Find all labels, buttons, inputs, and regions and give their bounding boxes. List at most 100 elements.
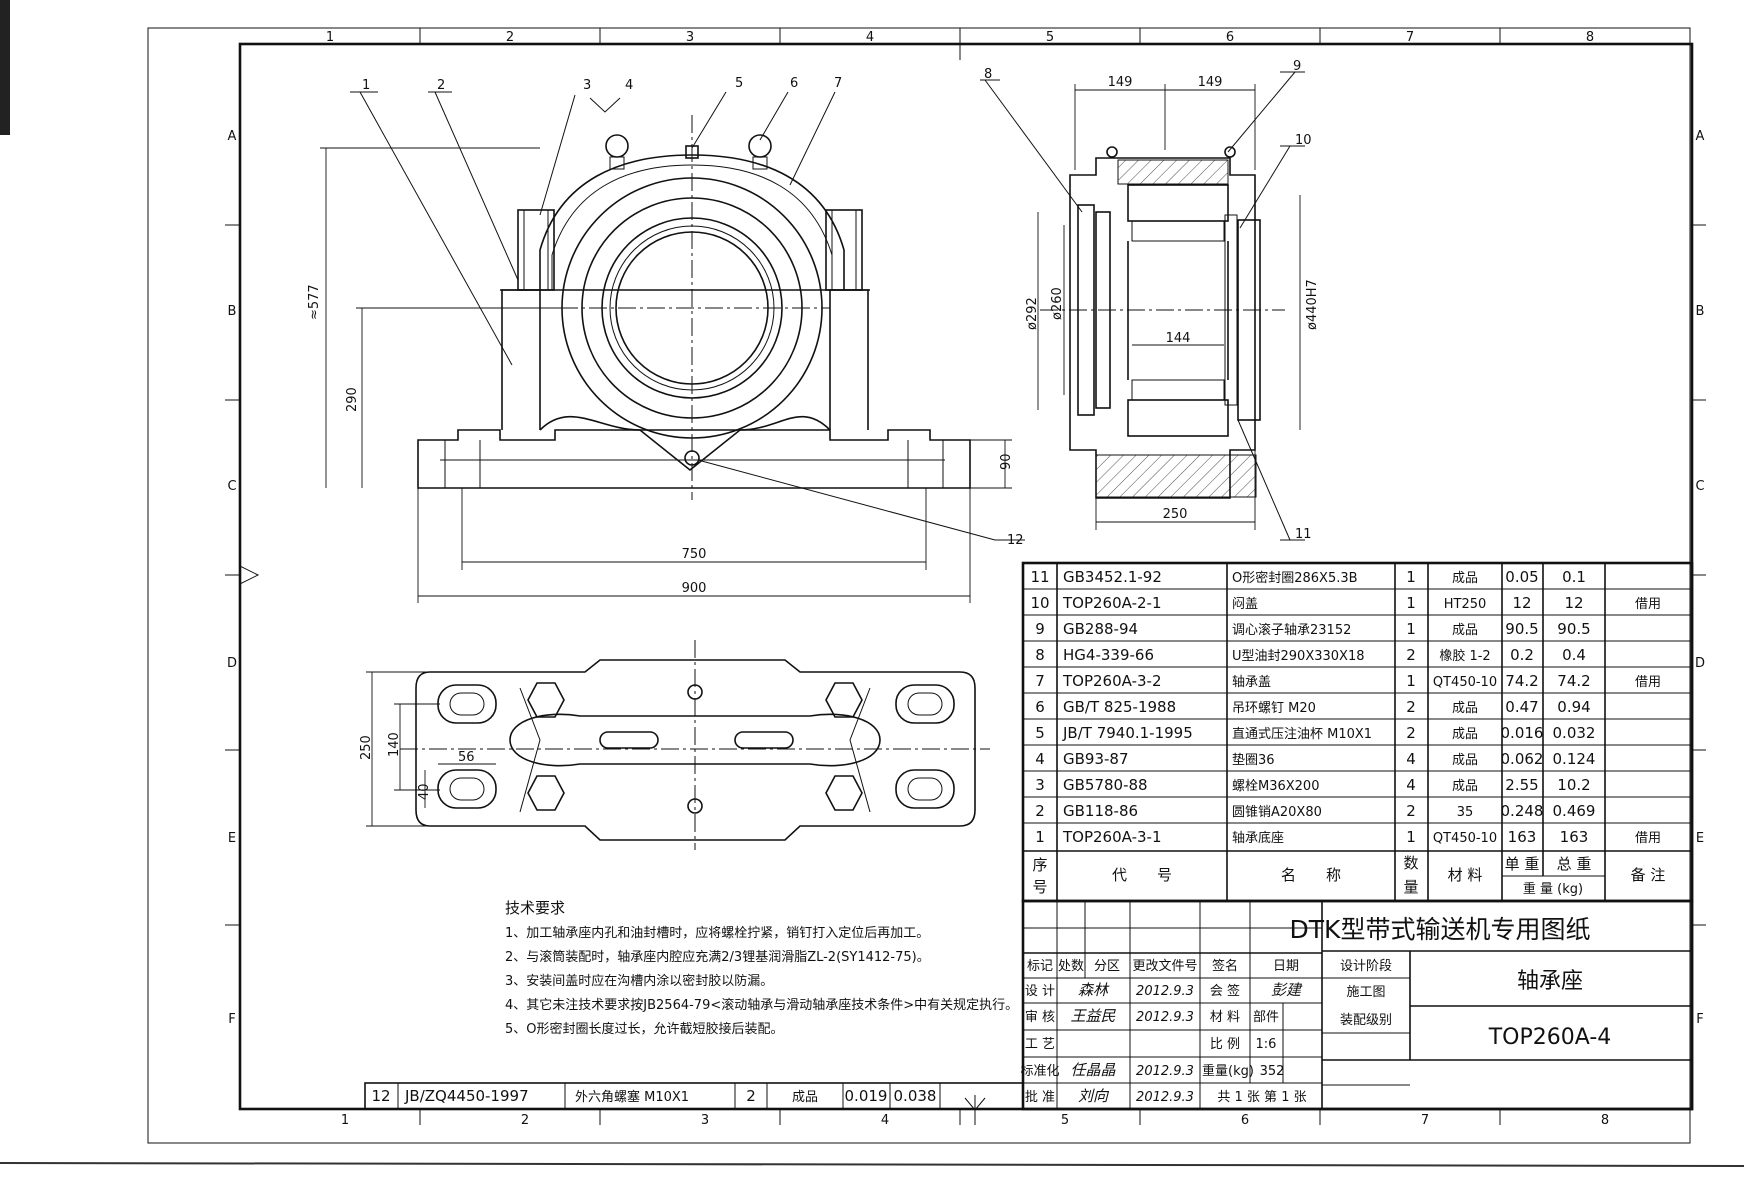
base-plate bbox=[417, 429, 971, 489]
bom-header-name: 名 称 bbox=[1281, 866, 1341, 884]
zone-left-C: C bbox=[227, 479, 236, 494]
bom-cell-no: 3 bbox=[1035, 776, 1045, 794]
zone-right-D: D bbox=[1695, 656, 1705, 671]
plan-view: 250 140 56 40 bbox=[359, 640, 990, 850]
bom-header-qty-a: 数 bbox=[1403, 854, 1418, 872]
dim-width: 250 bbox=[1163, 507, 1188, 522]
callout-3: 3 bbox=[583, 78, 591, 93]
bom-header-total: 总 重 bbox=[1557, 855, 1592, 873]
bom-cell-unit: 0.47 bbox=[1505, 698, 1538, 716]
bom-cell-total: 0.1 bbox=[1562, 568, 1586, 586]
bom-cell-unit: 0.2 bbox=[1510, 646, 1534, 664]
callout-7: 7 bbox=[834, 76, 842, 91]
bom-header-unit: 单 重 bbox=[1505, 855, 1540, 873]
bom-cell-note: 借用 bbox=[1635, 597, 1661, 612]
technical-note-4: 4、其它未注技术要求按JB2564-79<滚动轴承与滑动轴承座技术条件>中有关规… bbox=[505, 998, 1019, 1013]
bom-cell-material: 35 bbox=[1457, 805, 1474, 820]
zone-bottom-7: 7 bbox=[1421, 1113, 1429, 1128]
callout-6: 6 bbox=[790, 76, 798, 91]
bom-cell-code: TOP260A-3-1 bbox=[1062, 828, 1162, 846]
zone-left-D: D bbox=[227, 656, 237, 671]
bom-cell-unit: 0.248 bbox=[1501, 802, 1544, 820]
technical-notes-title: 技术要求 bbox=[505, 899, 566, 917]
zone-top-5: 5 bbox=[1046, 30, 1054, 45]
zone-top-7: 7 bbox=[1406, 30, 1414, 45]
zone-right-C: C bbox=[1695, 479, 1704, 494]
bom-cell-material: QT450-10 bbox=[1433, 831, 1497, 846]
cap-bolt-left bbox=[517, 209, 555, 291]
bom-cell-total: 0.4 bbox=[1562, 646, 1586, 664]
extra-unit: 0.019 bbox=[845, 1087, 888, 1105]
dim-overall-length: 900 bbox=[682, 581, 707, 596]
bom-cell-qty: 2 bbox=[1406, 724, 1416, 742]
bom-cell-unit: 12 bbox=[1512, 594, 1531, 612]
bom-header-code: 代 号 bbox=[1112, 866, 1172, 884]
zone-left-A: A bbox=[228, 129, 237, 144]
bom-cell-code: GB/T 825-1988 bbox=[1063, 698, 1176, 716]
zone-bottom-4: 4 bbox=[881, 1113, 889, 1128]
bom-cell-name: 直通式压注油杯 M10X1 bbox=[1232, 727, 1372, 742]
bom-cell-code: GB5780-88 bbox=[1063, 776, 1148, 794]
bom-cell-name: 轴承底座 bbox=[1232, 830, 1284, 846]
dim-height-center: 290 bbox=[345, 387, 360, 412]
dim-right-half: 149 bbox=[1198, 75, 1223, 90]
bom-cell-name: U型油封290X330X18 bbox=[1232, 649, 1365, 664]
weight-value: 352 bbox=[1260, 1064, 1285, 1079]
bom-cell-unit: 74.2 bbox=[1505, 672, 1538, 690]
bom-cell-total: 0.124 bbox=[1553, 750, 1596, 768]
extra-code: JB/ZQ4450-1997 bbox=[404, 1087, 529, 1105]
stage-value: 施工图 bbox=[1346, 985, 1385, 1000]
zone-right-E: E bbox=[1696, 831, 1704, 846]
bom-cell-total: 0.032 bbox=[1553, 724, 1596, 742]
zone-bottom-5: 5 bbox=[1061, 1113, 1069, 1128]
zone-top-3: 3 bbox=[686, 30, 694, 45]
role-process: 工 艺 bbox=[1025, 1037, 1055, 1052]
extra-total: 0.038 bbox=[894, 1087, 937, 1105]
bom-cell-total: 0.469 bbox=[1553, 802, 1596, 820]
date-design: 2012.9.3 bbox=[1136, 984, 1194, 999]
scan-edge-mark bbox=[0, 0, 10, 135]
technical-note-2: 2、与滚筒装配时，轴承座内腔应充满2/3锂基润滑脂ZL-2(SY1412-75)… bbox=[505, 950, 930, 965]
counter-sign-label: 会 签 bbox=[1210, 983, 1240, 999]
technical-note-5: 5、O形密封圈长度过长，允许截短胶接后装配。 bbox=[505, 1022, 784, 1037]
bom-cell-total: 74.2 bbox=[1557, 672, 1590, 690]
assembly-label: 装配级别 bbox=[1340, 1013, 1392, 1028]
bom-cell-material: 成品 bbox=[1452, 571, 1478, 586]
eye-bolt-right bbox=[748, 134, 772, 158]
technical-note-1: 1、加工轴承座内孔和油封槽时，应将螺栓拧紧，销钉打入定位后再加工。 bbox=[505, 926, 930, 941]
bom-cell-unit: 90.5 bbox=[1505, 620, 1538, 638]
callout-10: 10 bbox=[1295, 133, 1312, 148]
bom-cell-qty: 4 bbox=[1406, 776, 1416, 794]
zone-right-B: B bbox=[1696, 304, 1705, 319]
material-label: 材 料 bbox=[1210, 1010, 1240, 1025]
bom-cell-material: 成品 bbox=[1452, 701, 1478, 716]
zone-bottom-6: 6 bbox=[1241, 1113, 1249, 1128]
callout-11: 11 bbox=[1295, 527, 1312, 542]
bom-cell-name: 闷盖 bbox=[1232, 597, 1258, 612]
bom-cell-code: TOP260A-3-2 bbox=[1062, 672, 1162, 690]
callout-4: 4 bbox=[625, 78, 633, 93]
dim-bore: ø440H7 bbox=[1305, 279, 1320, 330]
dim-height-total: ≈577 bbox=[307, 284, 322, 320]
bom-header-material: 材 料 bbox=[1448, 866, 1483, 884]
callout-12: 12 bbox=[1007, 533, 1024, 548]
cap-bolt-right bbox=[825, 209, 863, 291]
bom-cell-note: 借用 bbox=[1635, 675, 1661, 690]
zone-left-F: F bbox=[228, 1012, 235, 1027]
zone-right-F: F bbox=[1696, 1012, 1703, 1027]
dim-d292: ø292 bbox=[1025, 297, 1040, 330]
bom-cell-name: O形密封圈286X5.3B bbox=[1232, 570, 1358, 586]
role-design: 设 计 bbox=[1025, 984, 1055, 999]
material-value: 部件 bbox=[1253, 1010, 1279, 1025]
callout-8: 8 bbox=[984, 67, 992, 82]
top-zone-ticks bbox=[225, 28, 1706, 1125]
zone-left-E: E bbox=[228, 831, 236, 846]
role-approve: 批 准 bbox=[1025, 1090, 1055, 1105]
rev-header-sign: 签名 bbox=[1212, 958, 1238, 974]
